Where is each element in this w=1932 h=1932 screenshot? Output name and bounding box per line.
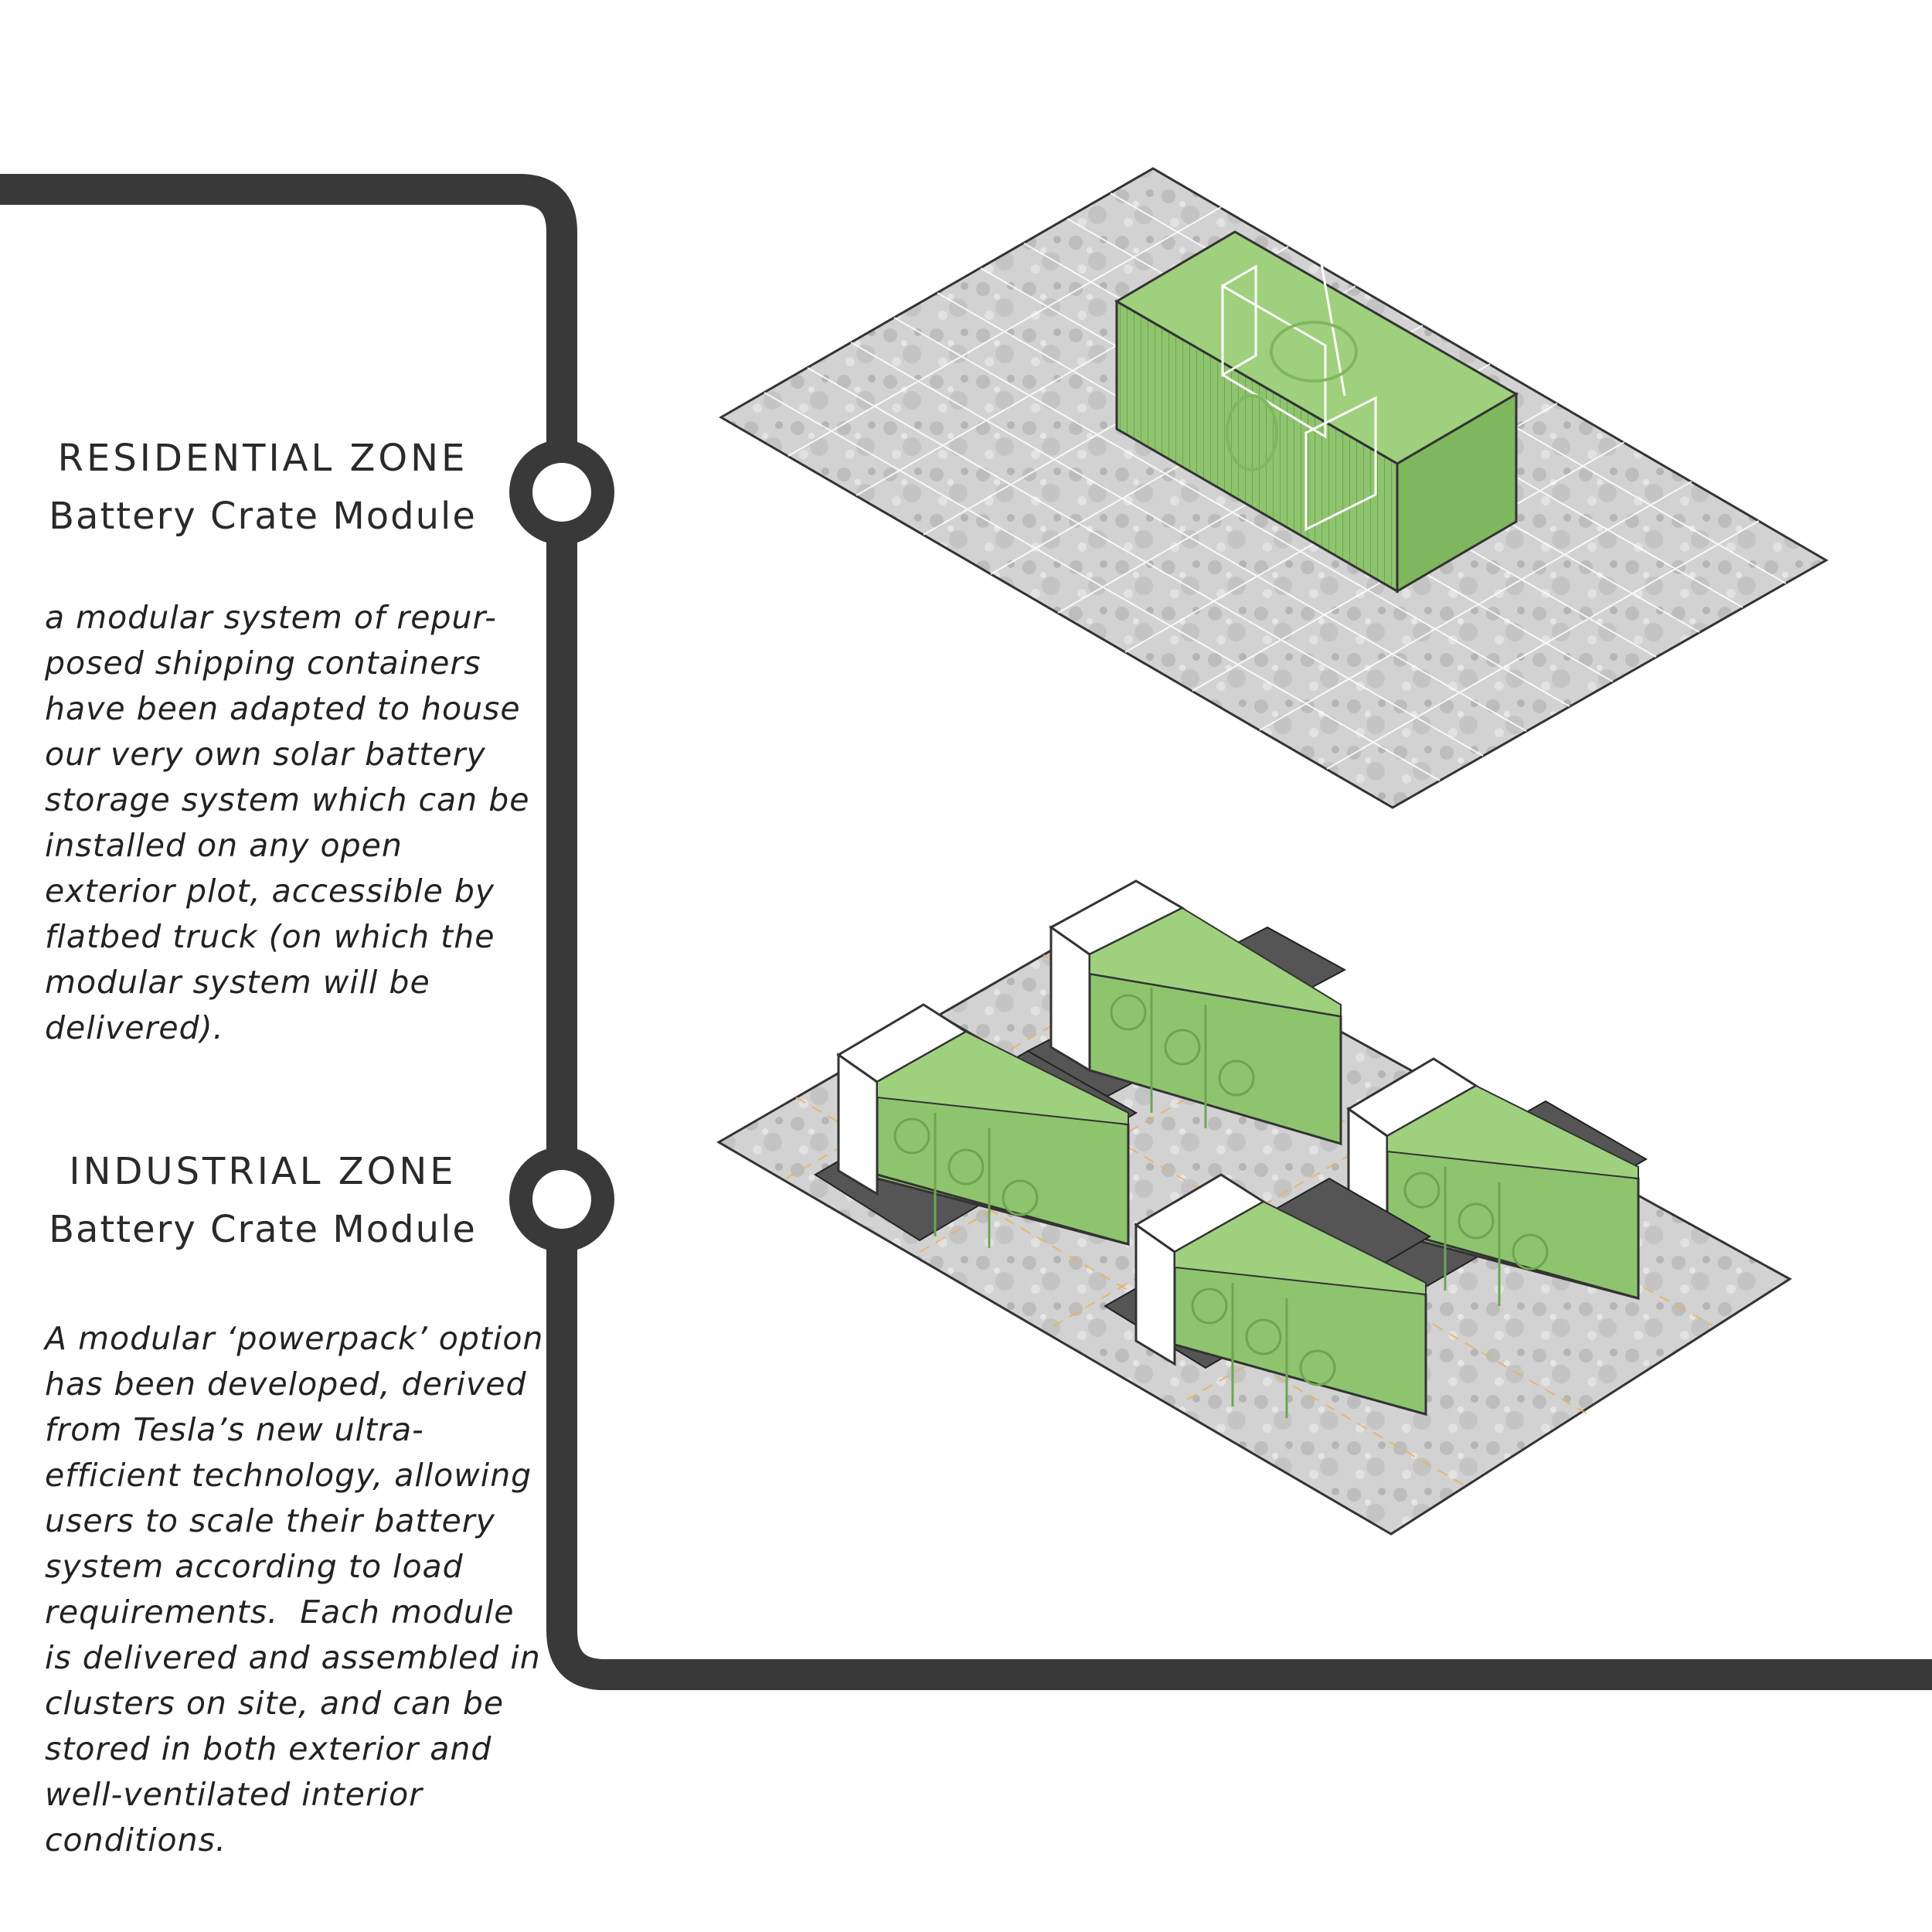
industrial-description-line: from Tesla’s new ultra- (45, 1411, 424, 1448)
timeline-node-residential (509, 440, 614, 545)
industrial-description-line: well-ventilated interior (45, 1776, 423, 1813)
residential-description-line: exterior plot, accessible by (45, 872, 495, 910)
residential-description-line: flatbed truck (on which the (45, 918, 495, 955)
industrial-description-line: clusters on site, and can be (45, 1685, 505, 1722)
industrial-zone-title: INDUSTRIAL ZONE (69, 1150, 457, 1193)
residential-shipping-container (1114, 0, 1519, 594)
residential-description-line: modular system will be (45, 964, 430, 1001)
residential-description-line: have been adapted to house (45, 690, 521, 727)
industrial-description-line: efficient technology, allowing (45, 1457, 532, 1494)
industrial-description-line: requirements. Each module (45, 1594, 515, 1631)
residential-description-line: delivered). (45, 1009, 224, 1046)
residential-module-subtitle: Battery Crate Module (49, 495, 477, 538)
industrial-module-subtitle: Battery Crate Module (49, 1208, 477, 1251)
industrial-description-line: A modular ‘powerpack’ option (45, 1320, 544, 1357)
industrial-description-line: conditions. (45, 1821, 226, 1859)
timeline-node-industrial (509, 1147, 614, 1252)
industrial-description-line: has been developed, derived (45, 1366, 527, 1403)
timeline-track (0, 174, 1932, 1690)
logo-emblem (1226, 321, 1358, 471)
residential-description: a modular system of repur- posed shippin… (45, 595, 539, 1051)
residential-description-line: a modular system of repur- (45, 599, 497, 636)
powerpack-cluster-back (1026, 879, 1347, 1146)
residential-description-line: storage system which can be (45, 781, 530, 818)
residential-description-line: installed on any open (45, 827, 403, 864)
industrial-description-line: is delivered and assembled in (45, 1639, 541, 1676)
powerpack-cluster-front (1104, 1173, 1431, 1418)
industrial-description-line: stored in both exterior and (45, 1730, 492, 1767)
residential-description-line: posed shipping containers (45, 645, 481, 682)
industrial-description: A modular ‘powerpack’ option has been de… (45, 1316, 544, 1863)
residential-description-line: our very own solar battery (45, 736, 486, 773)
powerpack-cluster-left (814, 1003, 1138, 1248)
industrial-description-line: users to scale their battery (45, 1502, 495, 1539)
industrial-description-line: system according to load (45, 1548, 464, 1585)
residential-zone-title: RESIDENTIAL ZONE (57, 437, 468, 480)
